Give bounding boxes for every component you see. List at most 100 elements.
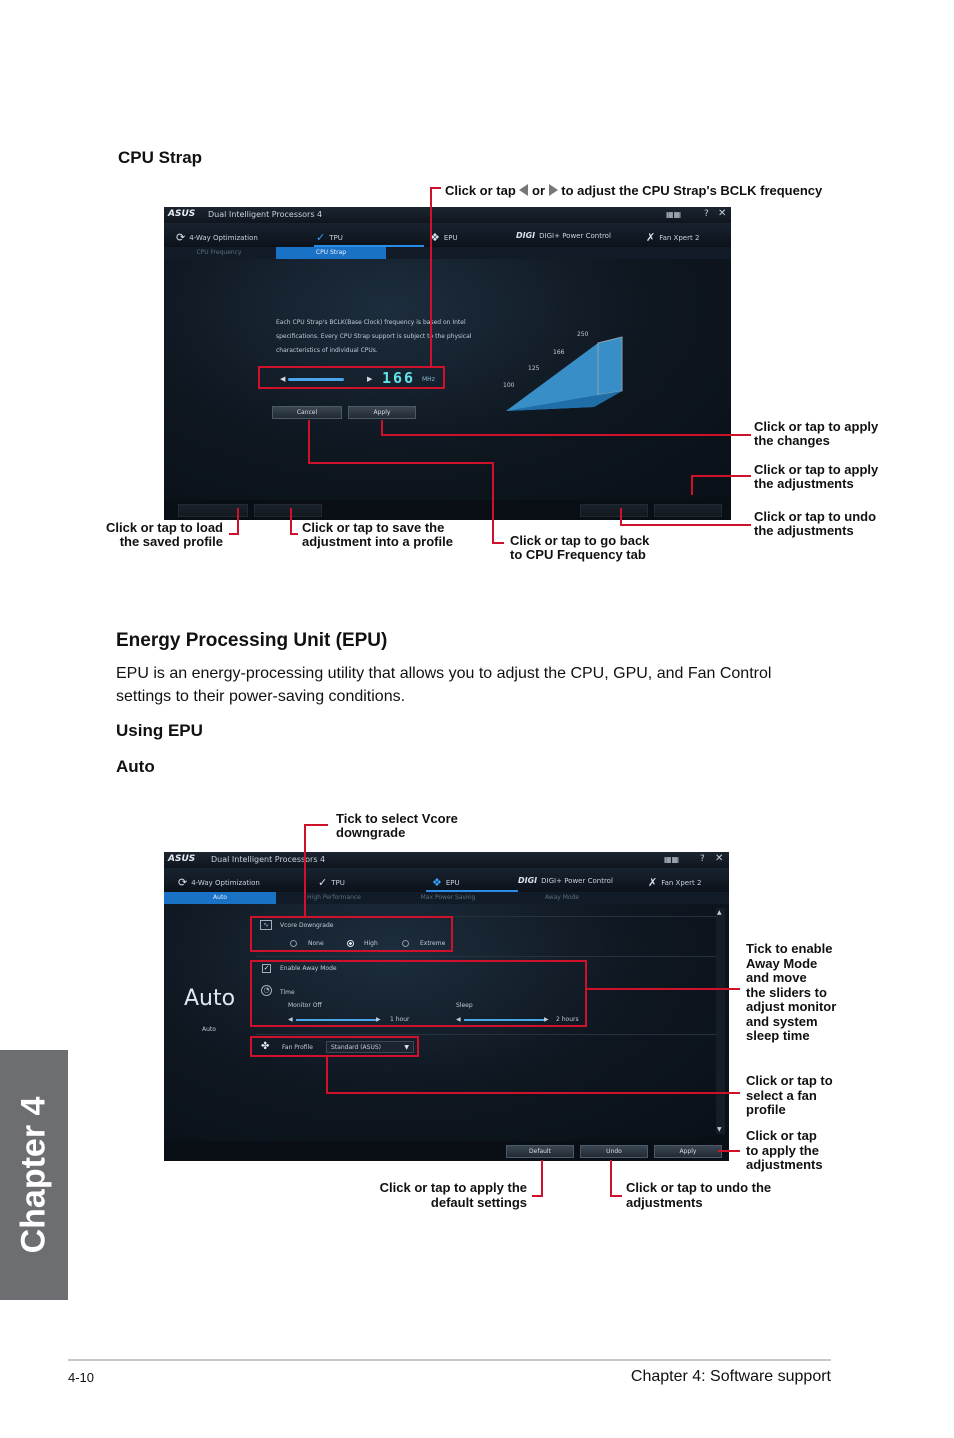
vcore-label: Vcore Downgrade xyxy=(280,922,334,929)
cancel-button[interactable]: Cancel xyxy=(272,406,342,419)
fan-xpert-icon: ✗ xyxy=(646,231,656,244)
fan-profile-select[interactable]: Standard (ASUS) ▼ xyxy=(326,1041,414,1053)
callout-default: Click or tap to apply the default settin… xyxy=(360,1180,527,1210)
separator xyxy=(256,956,716,957)
tab-cpu-frequency[interactable]: CPU Frequency xyxy=(196,249,242,256)
undo-button[interactable]: Undo xyxy=(580,1145,648,1158)
tab-high-performance[interactable]: High Performance xyxy=(307,894,361,901)
nav-4way[interactable]: ⟳4-Way Optimization xyxy=(176,231,258,244)
callout-line: to apply the xyxy=(746,1142,819,1158)
leader-line xyxy=(541,1160,543,1197)
nav-epu[interactable]: ❖EPU xyxy=(430,231,458,244)
callout-line: the adjustments xyxy=(754,476,854,491)
radio-high[interactable] xyxy=(347,940,354,947)
radio-high-label: High xyxy=(364,940,378,947)
callout-bclk-arrows: Click or tap or to adjust the CPU Strap'… xyxy=(445,184,822,198)
tab-cpu-strap[interactable]: CPU Strap xyxy=(276,247,386,259)
nav-tpu[interactable]: ✓TPU xyxy=(316,231,343,244)
epu-body-line: settings to their power-saving condition… xyxy=(116,688,406,705)
radio-extreme-label: Extreme xyxy=(420,940,446,947)
callout-load-profile: Click or tap to load the saved profile xyxy=(80,521,223,549)
callout-line: sleep time xyxy=(746,1028,810,1043)
help-icon[interactable]: ? xyxy=(704,209,709,219)
callout-line: downgrade xyxy=(336,825,406,840)
grid-icon[interactable]: ▦▦ xyxy=(664,855,680,864)
vcore-checkbox[interactable]: ∿ xyxy=(260,920,272,930)
scroll-up-icon[interactable]: ▲ xyxy=(717,909,722,916)
sleep-slider[interactable] xyxy=(464,1019,544,1021)
nav-fanxpert[interactable]: ✗Fan Xpert 2 xyxy=(648,876,701,889)
footer-chapter-title: Chapter 4: Software support xyxy=(630,1368,831,1385)
monitor-off-value: 1 hour xyxy=(390,1016,410,1023)
nav-tpu[interactable]: ✓TPU xyxy=(318,876,345,889)
close-icon[interactable]: ✕ xyxy=(715,853,724,864)
epu-heading: Energy Processing Unit (EPU) xyxy=(116,630,388,651)
epu-window: ASUS Dual Intelligent Processors 4 ▦▦ ? … xyxy=(164,852,729,1161)
load-profile-button[interactable] xyxy=(178,504,248,517)
nav-epu[interactable]: ❖EPU xyxy=(432,876,460,889)
epu-body-line: EPU is an energy-processing utility that… xyxy=(116,665,772,682)
callout-text: Click or tap xyxy=(445,183,516,198)
nav-label: Fan Xpert 2 xyxy=(661,878,702,887)
radio-none[interactable] xyxy=(290,940,297,947)
callout-line: and move xyxy=(746,970,807,985)
auto-heading: Auto xyxy=(116,757,155,776)
apply-adjustments-button[interactable] xyxy=(654,504,722,517)
asus-logo: ASUS xyxy=(168,854,196,864)
leader-line xyxy=(610,1195,622,1197)
default-button[interactable]: Default xyxy=(506,1145,574,1158)
monitor-off-slider[interactable] xyxy=(296,1019,376,1021)
page-number: 4-10 xyxy=(68,1370,95,1385)
leader-line xyxy=(237,508,239,535)
sleep-slider-left-icon[interactable]: ◀ xyxy=(456,1016,461,1023)
tab-auto[interactable]: Auto xyxy=(164,892,276,904)
help-icon[interactable]: ? xyxy=(700,854,705,864)
leader-line xyxy=(290,533,298,535)
tab-max-power-saving[interactable]: Max Power Saving xyxy=(420,894,476,901)
leader-line xyxy=(492,462,494,544)
leader-line xyxy=(691,475,751,477)
leader-line xyxy=(691,475,693,495)
ramp-tick: 125 xyxy=(528,365,540,372)
away-mode-checkbox[interactable]: ✓ xyxy=(262,964,271,973)
callout-line: the saved profile xyxy=(119,534,223,549)
nav-4way[interactable]: ⟳4-Way Optimization xyxy=(178,876,260,889)
leader-line xyxy=(430,188,432,366)
fan-profile-value: Standard (ASUS) xyxy=(331,1044,381,1051)
window-titlebar: ASUS Dual Intelligent Processors 4 ▦▦ ? … xyxy=(164,207,731,223)
nav-label: DIGI+ Power Control xyxy=(541,876,613,885)
4way-icon: ⟳ xyxy=(178,876,188,889)
nav-label: 4-Way Optimization xyxy=(191,878,260,887)
nav-fanxpert[interactable]: ✗Fan Xpert 2 xyxy=(646,231,699,244)
slider-left-arrow-icon[interactable]: ◀ xyxy=(280,375,286,383)
sleep-slider-right-icon[interactable]: ▶ xyxy=(544,1016,549,1023)
radio-extreme[interactable] xyxy=(402,940,409,947)
highlight-away-mode xyxy=(250,960,587,1027)
monitor-slider-right-icon[interactable]: ▶ xyxy=(376,1016,381,1023)
strap-desc-line: specifications. Every CPU Strap support … xyxy=(276,333,472,340)
callout-line: Click or tap to go back xyxy=(510,533,650,548)
leader-line xyxy=(229,533,239,535)
digi-icon: DIGI xyxy=(518,876,538,885)
callout-line: to CPU Frequency tab xyxy=(510,547,646,562)
scrollbar[interactable]: ▲ ▼ xyxy=(716,908,725,1134)
save-profile-button[interactable] xyxy=(254,504,322,517)
monitor-slider-left-icon[interactable]: ◀ xyxy=(288,1016,293,1023)
slider-right-arrow-icon[interactable]: ▶ xyxy=(367,375,373,383)
leader-line xyxy=(304,824,328,826)
apply-button[interactable]: Apply xyxy=(348,406,416,419)
bclk-slider-track[interactable] xyxy=(288,378,344,381)
close-icon[interactable]: ✕ xyxy=(718,208,727,219)
apply-button[interactable]: Apply xyxy=(654,1145,722,1158)
callout-away-mode: Tick to enable Away Mode and move the sl… xyxy=(746,941,836,1044)
tab-away-mode[interactable]: Away Mode xyxy=(544,894,580,901)
leader-line xyxy=(532,1195,543,1197)
grid-icon[interactable]: ▦▦ xyxy=(666,210,682,219)
leader-line xyxy=(308,420,310,464)
undo-button[interactable] xyxy=(580,504,648,517)
ramp-tick: 250 xyxy=(577,331,589,338)
callout-line: Click or tap to undo xyxy=(754,509,877,524)
scroll-down-icon[interactable]: ▼ xyxy=(717,1126,722,1133)
